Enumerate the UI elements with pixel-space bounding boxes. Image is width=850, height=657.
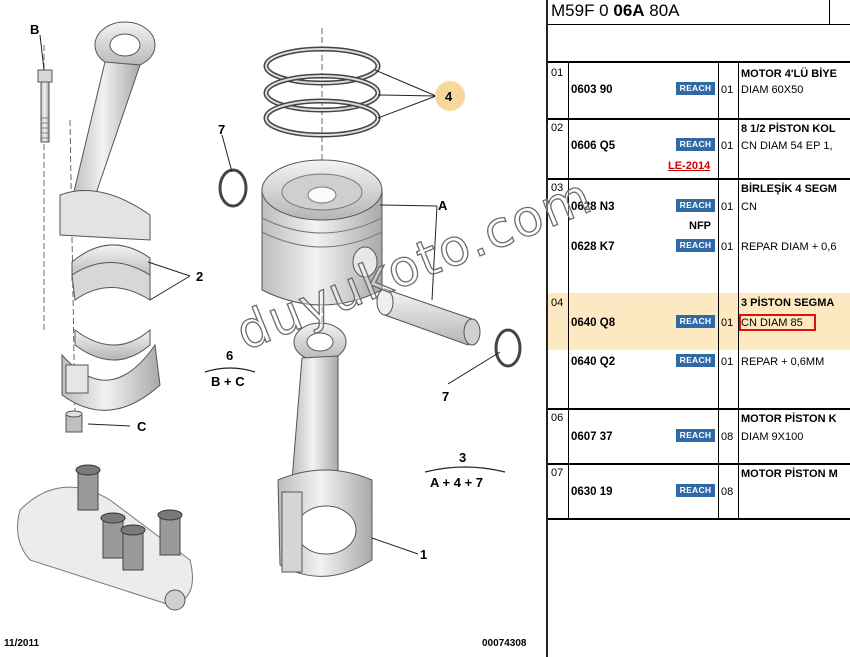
group-number: 04 (551, 297, 564, 309)
part-description: CN DIAM 85 (741, 317, 803, 329)
callout-3: 3 (459, 450, 466, 465)
applicability-link[interactable]: LE-2014 (668, 160, 711, 172)
reach-badge: REACH (676, 82, 715, 95)
piston-pin (376, 288, 481, 346)
parts-group-07[interactable]: 07 MOTOR PİSTON M 0630 19 REACH 08 (548, 463, 850, 520)
callout-b-top: B (30, 22, 39, 37)
reach-badge: REACH (676, 315, 715, 328)
diagram-reference: 00074308 (482, 638, 527, 649)
part-reference[interactable]: 0603 90 (571, 84, 613, 96)
exploded-view-drawing: B 7 4 A 2 6 B + C 7 C 3 A + 4 + 7 1 (17, 21, 522, 611)
group-title: 3 PİSTON SEGMA (741, 297, 835, 309)
nut-c (65, 410, 83, 433)
part-quantity: 01 (721, 317, 734, 329)
parts-group-04[interactable]: 04 3 PİSTON SEGMA 0640 Q8 REACH 01 CN DI… (548, 293, 850, 410)
leader-lines (39, 34, 501, 555)
part-row-0606q5[interactable]: 0606 Q5 REACH 01 CN DIAM 54 EP 1, (548, 138, 850, 154)
group-number: 06 (551, 412, 564, 424)
group-title: MOTOR PİSTON K (741, 413, 837, 425)
group-number: 07 (551, 467, 564, 479)
parts-group-02[interactable]: 02 8 1/2 PİSTON KOL 0606 Q5 REACH 01 CN … (548, 118, 850, 180)
parts-group-03[interactable]: 03 BİRLEŞİK 4 SEGM 0628 N3 REACH 01 CN N… (548, 178, 850, 295)
part-reference[interactable]: 0640 Q2 (571, 356, 616, 368)
group-number: 03 (551, 182, 564, 194)
part-reference[interactable]: 0640 Q8 (571, 317, 616, 329)
part-row-060390[interactable]: 0603 90 REACH 01 DIAM 60X50 (548, 82, 850, 98)
crankshaft-thumbnail (17, 464, 193, 611)
connecting-rod (277, 322, 373, 577)
callout-c: C (137, 419, 147, 434)
part-quantity: 01 (721, 84, 734, 96)
callout-7-right: 7 (442, 389, 449, 404)
group-title: 8 1/2 PİSTON KOL (741, 123, 836, 135)
part-reference[interactable]: 0628 N3 (571, 201, 615, 213)
part-description: DIAM 60X50 (741, 84, 804, 96)
nfp-note: NFP (689, 220, 711, 232)
panel-header: M59F 0 06A 80A (548, 0, 850, 25)
diagram-date: 11/2011 (4, 638, 40, 649)
callout-a: A (438, 198, 448, 213)
rod-cap (61, 343, 161, 411)
parts-group-01[interactable]: 01 MOTOR 4'LÜ BİYE 0603 90 REACH 01 DIAM… (548, 63, 850, 120)
reach-badge: REACH (676, 199, 715, 212)
group-number: 01 (551, 67, 564, 79)
panel-header-spacer (548, 24, 850, 63)
part-description: REPAR + 0,6MM (741, 356, 825, 368)
piston (261, 159, 383, 306)
part-row-0640q2[interactable]: 0640 Q2 REACH 01 REPAR + 0,6MM (548, 354, 850, 370)
part-reference[interactable]: 0630 19 (571, 486, 613, 498)
circlip-right (494, 328, 522, 368)
part-description: CN (741, 201, 757, 213)
callout-4: 4 (445, 89, 453, 104)
bolt-b (37, 69, 53, 143)
reach-badge: REACH (676, 354, 715, 367)
part-row-063019[interactable]: 0630 19 REACH 08 (548, 484, 850, 500)
part-reference[interactable]: 0606 Q5 (571, 140, 616, 152)
part-reference[interactable]: 0607 37 (571, 431, 613, 443)
selection-box (739, 314, 816, 331)
callout-7-top: 7 (218, 122, 225, 137)
group-number: 02 (551, 122, 564, 134)
circlip-left (218, 168, 248, 208)
part-row-0640q8-selected[interactable]: 0640 Q8 REACH 01 CN DIAM 85 (548, 314, 850, 331)
callout-1: 1 (420, 547, 427, 562)
part-quantity: 08 (721, 431, 734, 443)
parts-list-panel: M59F 0 06A 80A 01 MOTOR 4'LÜ BİYE 0603 9… (548, 0, 850, 657)
part-quantity: 08 (721, 486, 734, 498)
part-quantity: 01 (721, 201, 734, 213)
model-code: M59F 0 06A 80A (551, 1, 680, 20)
part-row-060737[interactable]: 0607 37 REACH 08 DIAM 9X100 (548, 429, 850, 445)
part-description: REPAR DIAM + 0,6 (741, 241, 837, 253)
part-quantity: 01 (721, 356, 734, 368)
reach-badge: REACH (676, 429, 715, 442)
callout-2: 2 (196, 269, 203, 284)
parts-diagram: B 7 4 A 2 6 B + C 7 C 3 A + 4 + 7 1 (17, 21, 522, 611)
part-reference[interactable]: 0628 K7 (571, 241, 615, 253)
part-description: CN DIAM 54 EP 1, (741, 140, 833, 152)
reach-badge: REACH (676, 239, 715, 252)
panel-divider (546, 0, 548, 657)
callout-6-sub: B + C (211, 374, 245, 389)
reach-badge: REACH (676, 484, 715, 497)
part-description: DIAM 9X100 (741, 431, 804, 443)
bearing-shells (71, 244, 151, 361)
callout-6: 6 (226, 348, 233, 363)
connecting-rod-top-left (59, 21, 156, 241)
group-title: BİRLEŞİK 4 SEGM (741, 183, 837, 195)
callout-4-bubble (435, 81, 465, 111)
reach-badge: REACH (676, 138, 715, 151)
group-title: MOTOR 4'LÜ BİYE (741, 68, 837, 80)
part-quantity: 01 (721, 241, 734, 253)
part-row-0628k7[interactable]: 0628 K7 REACH 01 REPAR DIAM + 0,6 (548, 239, 850, 255)
part-quantity: 01 (721, 140, 734, 152)
part-row-0628n3[interactable]: 0628 N3 REACH 01 CN (548, 199, 850, 215)
parts-group-06[interactable]: 06 MOTOR PİSTON K 0607 37 REACH 08 DIAM … (548, 408, 850, 465)
callout-3-sub: A + 4 + 7 (430, 475, 483, 490)
group-title: MOTOR PİSTON M (741, 468, 838, 480)
